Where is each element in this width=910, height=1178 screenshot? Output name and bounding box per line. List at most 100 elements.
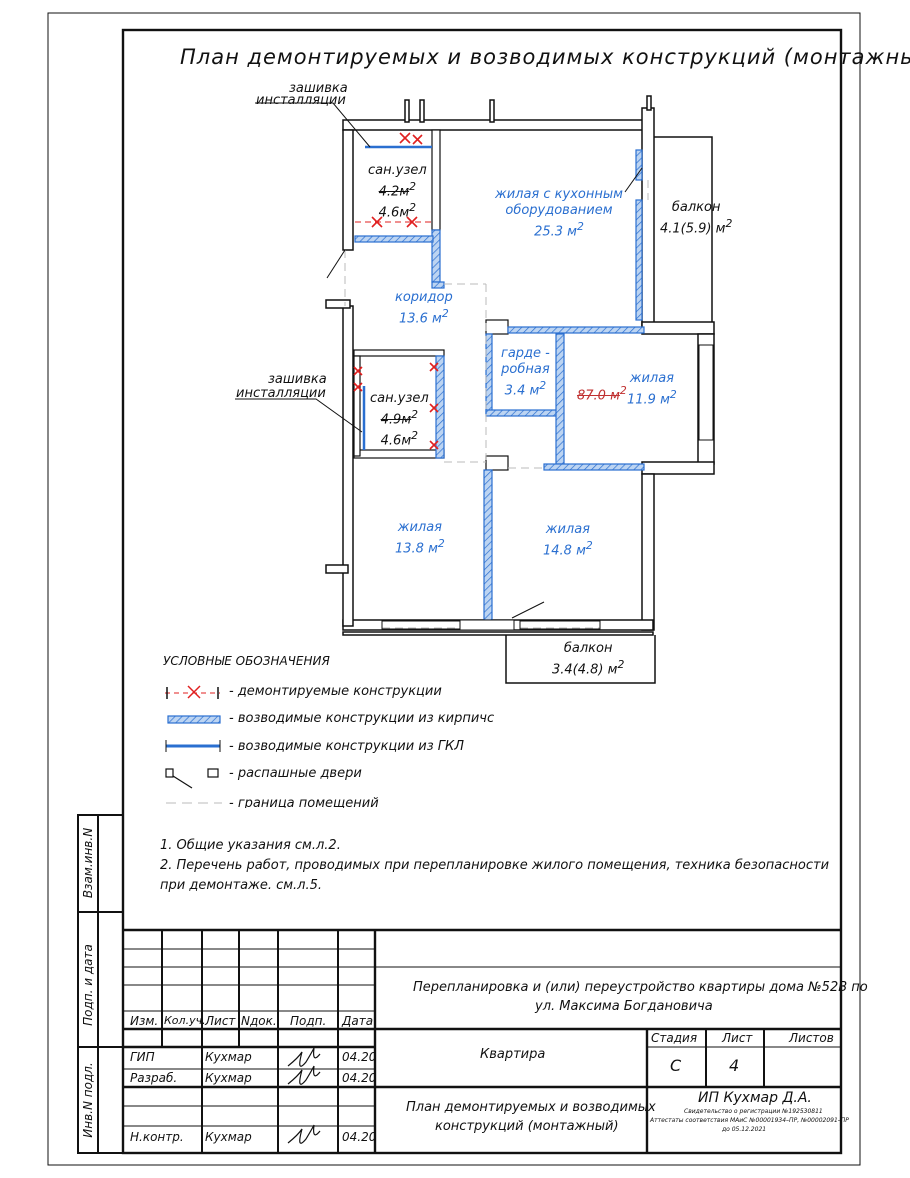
- legend-brick-icon: [167, 715, 221, 724]
- legend-demolish-icon: [165, 685, 220, 699]
- tb-header-data: Дата: [342, 1014, 374, 1028]
- area-sup: 2: [437, 537, 445, 550]
- tb-row-razrab-date: 04.20: [342, 1071, 377, 1085]
- tb-org: ИП Кухмар Д.А.: [698, 1090, 812, 1106]
- note-2: 2. Перечень работ, проводимых при перепл…: [160, 858, 830, 873]
- legend-gkl-icon: [165, 740, 221, 752]
- room-corridor: коридор 13.6 м2: [395, 290, 453, 327]
- tb-header-podp: Подп.: [290, 1014, 327, 1028]
- room-name: коридор: [395, 290, 453, 305]
- room-area: 3.4 м: [504, 383, 540, 399]
- tb-row-nkontr-name: Кухмар: [205, 1130, 252, 1144]
- area-sup: 2: [669, 388, 677, 401]
- tb-row-nkontr-date: 04.20: [342, 1130, 377, 1144]
- room-balcony-bottom: балкон 3.4(4.8) м2: [552, 641, 624, 678]
- note-1: 1. Общие указания см.л.2.: [160, 838, 341, 853]
- room-name: балкон: [563, 641, 613, 656]
- callout-mid-line1: зашивка: [268, 372, 327, 387]
- callout-leaders: [235, 102, 371, 433]
- legend-symbols: [165, 685, 222, 804]
- tb-org-line2: Свидетельство о регистрации №192530811: [684, 1108, 823, 1115]
- tb-stage-label: Стадия: [651, 1031, 698, 1045]
- area-sup: 2: [441, 307, 449, 320]
- room-name: сан.узел: [368, 163, 427, 178]
- tb-sheet-title-line1: План демонтируемых и возводимых: [406, 1100, 656, 1115]
- area-sup: 2: [411, 408, 419, 421]
- legend-item-gkl: - возводимые конструкции из ГКЛ: [229, 739, 465, 754]
- area-sup: 2: [619, 384, 627, 397]
- room-name-line1: жилая с кухонным: [495, 187, 623, 202]
- area-sup: 2: [617, 658, 625, 671]
- tb-object: Квартира: [480, 1047, 546, 1062]
- title-block-grid: [123, 928, 841, 1153]
- new-gkl-walls: [362, 145, 432, 450]
- tb-sheet-label: Лист: [722, 1031, 753, 1045]
- callout-top-line1: зашивка: [289, 81, 348, 96]
- callout-top-line2: инсталляции: [256, 93, 346, 108]
- room-name-line2: робная: [501, 362, 550, 377]
- legend-heading: УСЛОВНЫЕ ОБОЗНАЧЕНИЯ: [163, 654, 330, 668]
- room-living-kitchen: жилая с кухонным оборудованием 25.3 м2: [495, 187, 623, 240]
- tb-row-razrab-role: Разраб.: [130, 1071, 178, 1085]
- tb-project-line1: Перепланировка и (или) переустройство кв…: [413, 980, 868, 995]
- tb-sheet-title-line2: конструкций (монтажный): [435, 1119, 619, 1134]
- room-name: жилая: [397, 520, 443, 535]
- room-boundaries: [344, 180, 649, 629]
- room-living-center: жилая 14.8 м2: [543, 522, 593, 559]
- room-new-area: 4.6м: [380, 433, 412, 449]
- room-balcony-right: балкон 4.1(5.9) м2: [660, 200, 732, 237]
- door-swings: [326, 167, 643, 631]
- room-area: 14.8 м: [543, 543, 586, 559]
- tb-row-nkontr-role: Н.контр.: [130, 1130, 184, 1144]
- room-living-right: жилая 11.9 м2: [627, 371, 677, 408]
- tb-header-izm: Изм.: [130, 1014, 159, 1028]
- tb-row-gip-date: 04.20: [342, 1050, 377, 1064]
- area-sup: 2: [725, 217, 733, 230]
- room-bath-top: сан.узел 4.2м2 4.6м2: [368, 163, 427, 222]
- tb-row-gip-name: Кухмар: [205, 1050, 252, 1064]
- tb-sheet-value: 4: [729, 1056, 740, 1075]
- tb-header-list: Лист: [205, 1014, 236, 1028]
- outer-frame: [47, 12, 861, 1166]
- room-name: балкон: [671, 200, 721, 215]
- side-stamp: [77, 814, 124, 1154]
- side-label-vzam: Взам.инв.N: [81, 827, 95, 899]
- room-old-area: 4.2м: [378, 184, 410, 200]
- room-old-area: 87.0 м: [577, 388, 620, 404]
- legend-item-doors: - распашные двери: [229, 766, 362, 781]
- room-name: жилая: [629, 371, 675, 386]
- room-wardrobe: гарде - робная 3.4 м2: [501, 346, 550, 399]
- interior-walls: [353, 129, 509, 471]
- tb-row-razrab-name: Кухмар: [205, 1071, 252, 1085]
- callout-mid-line2: инсталляции: [236, 386, 326, 401]
- signature-marks: [287, 1047, 321, 1144]
- room-bath-mid: сан.узел 4.9м2 4.6м2: [370, 391, 429, 450]
- area-sup: 2: [585, 539, 593, 552]
- area-sup: 2: [576, 220, 584, 233]
- side-label-podp: Подп. и дата: [81, 944, 95, 1026]
- area-sup: 2: [539, 379, 547, 392]
- room-name: сан.узел: [370, 391, 429, 406]
- room-name-line2: оборудованием: [505, 203, 613, 218]
- legend-door-icon: [165, 768, 219, 789]
- room-area: 13.8 м: [395, 541, 438, 557]
- tb-org-line3: Аттестаты соответствия МАиС №00001934–ПР…: [650, 1117, 849, 1124]
- room-area: 11.9 м: [627, 392, 670, 408]
- tb-row-gip-role: ГИП: [130, 1050, 155, 1064]
- room-living-left: жилая 13.8 м2: [395, 520, 445, 557]
- side-label-inv: Инв.N подл.: [81, 1062, 95, 1138]
- floor-plan: [235, 95, 715, 684]
- room-area: 4.1(5.9) м: [660, 221, 726, 237]
- room-name: жилая: [545, 522, 591, 537]
- inner-frame: [121, 28, 843, 1155]
- tb-header-ndok: Nдок.: [241, 1014, 277, 1028]
- room-area: 25.3 м: [534, 224, 577, 240]
- legend-item-boundary: - граница помещений: [229, 796, 379, 808]
- tb-header-kolch: Кол.уч.: [164, 1014, 206, 1027]
- room-old-area: 4.9м: [380, 412, 412, 428]
- legend-item-demolish: - демонтируемые конструкции: [229, 684, 442, 699]
- room-area: 13.6 м: [398, 311, 442, 327]
- room-old-total: 87.0 м2: [577, 383, 627, 404]
- tb-sheets-label: Листов: [789, 1031, 834, 1045]
- drawing-title: План демонтируемых и возводимых конструк…: [180, 45, 910, 69]
